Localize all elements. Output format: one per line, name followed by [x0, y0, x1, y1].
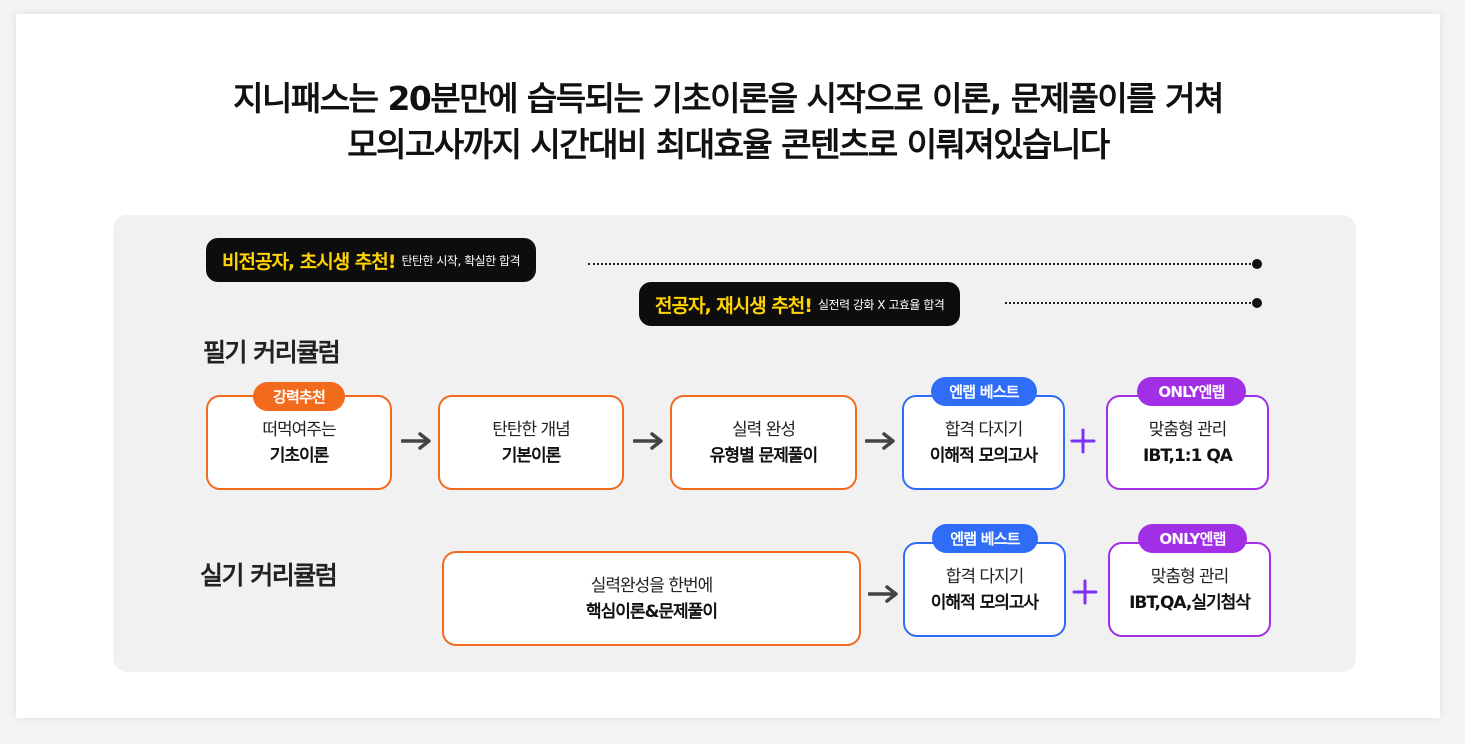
- step-title: 이해적 모의고사: [930, 592, 1039, 613]
- step-title: 이해적 모의고사: [929, 445, 1038, 466]
- written-curriculum-title: 필기 커리큘럼: [203, 338, 341, 367]
- badge-nlab-best: 엔랩 베스트: [931, 377, 1037, 406]
- step-subtitle: 탄탄한 개념: [492, 419, 571, 440]
- step-problem-solving: 실력 완성 유형별 문제풀이: [670, 395, 857, 490]
- dotted-line: [588, 263, 1255, 265]
- headline: 지니패스는 20분만에 습득되는 기초이론을 시작으로 이론, 문제풀이를 거쳐…: [16, 76, 1440, 168]
- practical-curriculum-title: 실기 커리큘럼: [200, 561, 338, 590]
- dotted-line: [1005, 302, 1255, 304]
- step-title: 기초이론: [269, 445, 330, 466]
- step-fundamental-theory: 탄탄한 개념 기본이론: [438, 395, 624, 490]
- dot-icon: [1252, 259, 1262, 269]
- step-custom-management: 맞춤형 관리 IBT,1:1 QA: [1106, 395, 1269, 490]
- step-subtitle: 실력완성을 한번에: [590, 575, 714, 596]
- target-highlight: 전공자, 재시생 추천!: [655, 294, 813, 317]
- arrow-right-icon: [401, 432, 431, 450]
- plus-icon: [1070, 428, 1096, 454]
- target-pill-beginner: 비전공자, 초시생 추천! 탄탄한 시작, 확실한 합격: [206, 238, 537, 282]
- target-pill-experienced: 전공자, 재시생 추천! 실전력 강화 X 고효율 합격: [639, 282, 961, 326]
- step-mock-exam: 합격 다지기 이해적 모의고사: [902, 395, 1065, 490]
- step-title: IBT,1:1 QA: [1143, 445, 1233, 466]
- curriculum-panel: 비전공자, 초시생 추천! 탄탄한 시작, 확실한 합격 전공자, 재시생 추천…: [113, 215, 1356, 672]
- arrow-right-icon: [633, 432, 663, 450]
- step-title: 핵심이론&문제풀이: [586, 601, 718, 622]
- step-subtitle: 떠먹여주는: [262, 419, 336, 440]
- headline-line-2: 모의고사까지 시간대비 최대효율 콘텐츠로 이뤄져있습니다: [347, 125, 1110, 164]
- step-title: IBT,QA,실기첨삭: [1129, 592, 1251, 613]
- badge-strong-recommend: 강력추천: [253, 382, 345, 411]
- badge-only-nlab: ONLY엔랩: [1138, 524, 1247, 553]
- plus-icon: [1072, 579, 1098, 605]
- step-core-theory-problems: 실력완성을 한번에 핵심이론&문제풀이: [442, 551, 861, 646]
- arrow-right-icon: [865, 432, 895, 450]
- step-title: 기본이론: [501, 445, 562, 466]
- badge-nlab-best: 엔랩 베스트: [932, 524, 1038, 553]
- target-subtext: 탄탄한 시작, 확실한 합격: [401, 253, 521, 268]
- headline-line-1: 지니패스는 20분만에 습득되는 기초이론을 시작으로 이론, 문제풀이를 거쳐: [233, 79, 1224, 118]
- step-custom-management-practical: 맞춤형 관리 IBT,QA,실기첨삭: [1108, 542, 1271, 637]
- target-highlight: 비전공자, 초시생 추천!: [222, 250, 396, 273]
- content-card: 지니패스는 20분만에 습득되는 기초이론을 시작으로 이론, 문제풀이를 거쳐…: [16, 14, 1440, 718]
- step-title: 유형별 문제풀이: [709, 445, 818, 466]
- step-subtitle: 맞춤형 관리: [1150, 566, 1230, 587]
- badge-only-nlab: ONLY엔랩: [1137, 377, 1246, 406]
- target-subtext: 실전력 강화 X 고효율 합격: [817, 297, 945, 312]
- step-subtitle: 맞춤형 관리: [1148, 419, 1228, 440]
- step-subtitle: 합격 다지기: [945, 566, 1025, 587]
- arrow-right-icon: [868, 585, 898, 603]
- step-mock-exam-practical: 합격 다지기 이해적 모의고사: [903, 542, 1066, 637]
- dot-icon: [1252, 298, 1262, 308]
- step-subtitle: 실력 완성: [732, 419, 796, 440]
- step-subtitle: 합격 다지기: [944, 419, 1024, 440]
